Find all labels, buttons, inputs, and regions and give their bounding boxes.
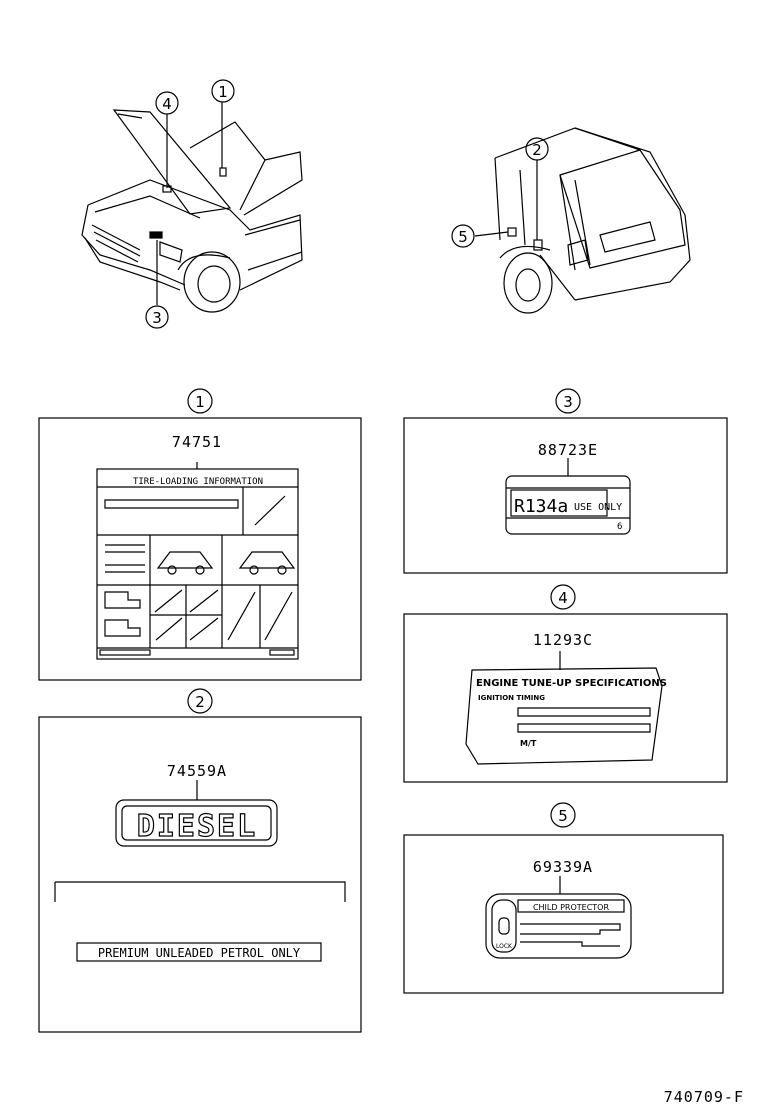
panel-1-callout-number: 1 (195, 393, 205, 411)
front-vehicle-illustration (81, 102, 303, 313)
child-protector-label-frame (485, 893, 632, 959)
tune-up-title: ENGINE TUNE-UP SPECIFICATIONS (476, 678, 667, 689)
panel-4-frame (403, 613, 728, 783)
child-protector-title: CHILD PROTECTOR (533, 903, 610, 912)
part-number-11293C: 11293C (533, 631, 593, 649)
panel-4-callout-number: 4 (558, 589, 568, 607)
rear-vehicle-illustration (474, 127, 691, 314)
part-number-74559A: 74559A (167, 762, 227, 780)
panel-5-frame (403, 834, 724, 994)
panel-2-frame (38, 716, 362, 1033)
callout-2-number: 2 (532, 141, 542, 159)
mt-text: M/T (520, 739, 537, 748)
callout-5-number: 5 (458, 228, 468, 246)
diesel-emblem-text: DIESEL (137, 809, 257, 844)
tire-loading-title: TIRE-LOADING INFORMATION (133, 477, 263, 487)
panel-2-bracket (54, 881, 346, 902)
panel-4-callout (550, 584, 576, 610)
panel-3-frame (403, 417, 728, 574)
panel-5-callout (550, 802, 576, 828)
panel-1-frame (38, 417, 362, 681)
panel-1-callout (187, 388, 213, 414)
refrigerant-corner-number: 6 (617, 522, 622, 532)
panel-3-callout-number: 3 (563, 393, 573, 411)
lock-text: LOCK (496, 943, 513, 950)
refrigerant-text: R134a (514, 496, 568, 517)
callout-1-number: 1 (218, 83, 228, 101)
use-only-text: USE ONLY (574, 502, 622, 513)
callout-4-number: 4 (162, 95, 172, 113)
panel-3-callout (555, 388, 581, 414)
callout-3-number: 3 (152, 309, 162, 327)
part-number-88723E: 88723E (538, 441, 598, 459)
part-number-74751: 74751 (172, 433, 222, 451)
ignition-timing-text: IGNITION TIMING (478, 694, 545, 702)
petrol-label-text: PREMIUM UNLEADED PETROL ONLY (98, 946, 301, 960)
part-number-69339A: 69339A (533, 858, 593, 876)
refrigerant-label-frame (505, 475, 631, 535)
petrol-label-frame (76, 942, 322, 962)
panel-2-callout-number: 2 (195, 693, 205, 711)
tune-up-label-frame (465, 667, 663, 765)
panel-2-callout (187, 688, 213, 714)
diagram-code: 740709-F (664, 1088, 744, 1106)
panel-5-callout-number: 5 (558, 807, 568, 825)
callout-circles-illustration (145, 79, 549, 329)
tire-loading-label (96, 468, 299, 660)
diesel-emblem-frame (115, 799, 278, 847)
